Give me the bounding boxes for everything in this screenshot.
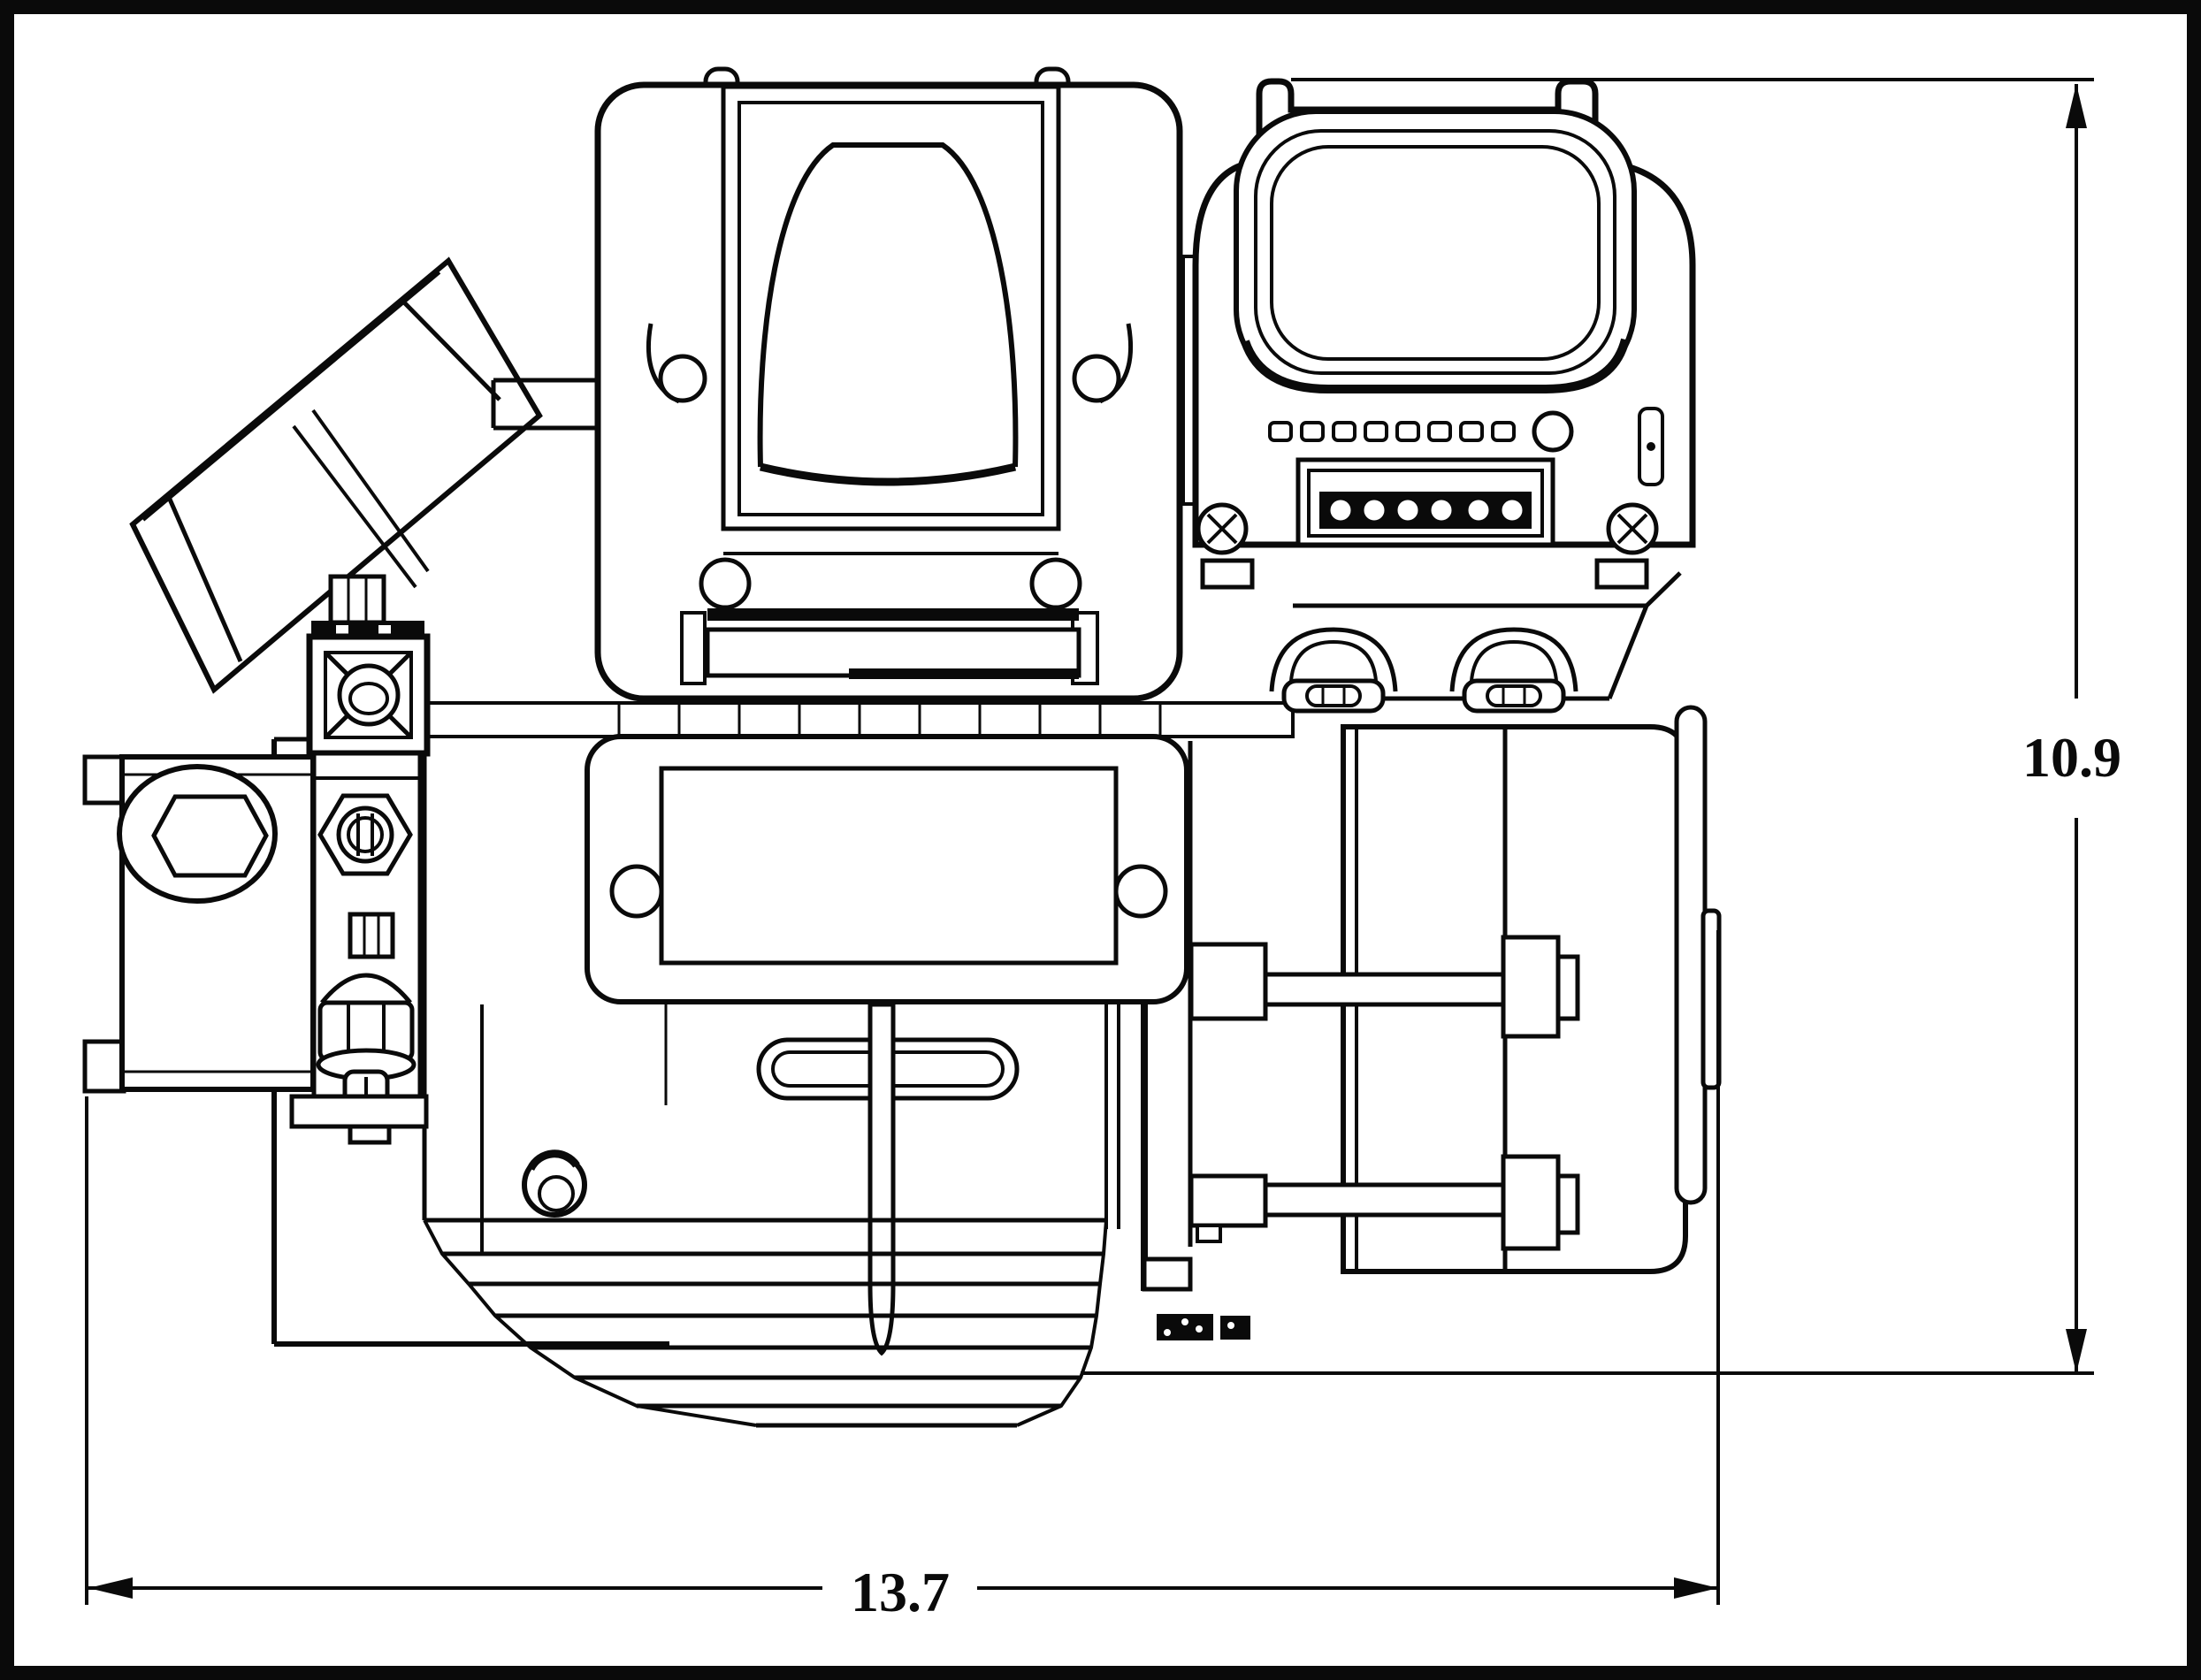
side-bolt-left: [658, 354, 707, 403]
arrowhead-left: [88, 1577, 133, 1599]
nameplate-panel: [585, 734, 1189, 1004]
arrowhead-up: [2066, 84, 2087, 128]
terminal-screw: [1499, 497, 1525, 523]
panel-screw-left: [609, 864, 664, 919]
base-screw-left: [699, 557, 752, 610]
stamp-marking: [1157, 1314, 1250, 1340]
fuel-pump: [289, 574, 431, 1145]
base-screw-right: [1029, 557, 1082, 610]
tie-rod-lower: [1188, 1154, 1580, 1251]
mounting-flange-strip: [423, 701, 1295, 738]
bracket-foot-top: [82, 754, 126, 806]
width-dimension: 13.7: [85, 930, 1720, 1623]
vent-hole: [1364, 421, 1388, 442]
motor-end-cap: [1674, 705, 1708, 1205]
side-bolt-right: [1072, 354, 1121, 403]
height-dimension-label: 10.9: [2022, 726, 2121, 789]
vent-hole: [1332, 421, 1357, 442]
terminal-screw: [1428, 497, 1455, 523]
cable-gland-left: [1269, 627, 1398, 714]
hex-plug: [151, 794, 269, 878]
cable-gland-right: [1449, 627, 1578, 714]
tie-rod-upper: [1188, 935, 1580, 1039]
arrowhead-right: [1674, 1577, 1718, 1599]
panel-screw-right: [1113, 864, 1168, 919]
transformer-dome: [757, 142, 1019, 468]
reset-button: [1532, 410, 1574, 453]
pump-top-bolt: [328, 574, 386, 625]
height-dimension: 10.9: [1081, 78, 2121, 1375]
terminal-screw: [1361, 497, 1387, 523]
duct-strut-line: [311, 409, 430, 573]
width-dimension-label: 13.7: [851, 1561, 950, 1623]
terminal-screw: [1465, 497, 1492, 523]
vent-hole: [1395, 421, 1420, 442]
nameplate: [659, 766, 1119, 966]
air-intake-duct: [129, 256, 543, 694]
vent-hole: [1300, 421, 1325, 442]
control-box: [1181, 78, 1696, 590]
arrowhead-down: [2066, 1329, 2087, 1373]
terminal-screw: [1395, 497, 1421, 523]
adjust-shaft: [867, 1002, 896, 1356]
motor: [1188, 705, 1722, 1274]
vent-hole: [1491, 421, 1516, 442]
vent-hole: [1459, 421, 1484, 442]
terminal-screw: [1327, 497, 1354, 523]
igniter-housing: [594, 66, 1183, 702]
blower-housing: [423, 1002, 1250, 1428]
vent-hole: [1427, 421, 1452, 442]
mounting-bracket: [82, 754, 316, 1094]
pump-fitting: [348, 912, 395, 959]
gland-plate: [1269, 571, 1682, 714]
pipe-stub: [491, 378, 598, 431]
vent-hole: [1268, 421, 1293, 442]
bracket-foot-bottom: [82, 1039, 126, 1094]
duct-strut-line: [292, 424, 417, 589]
louvers: [423, 1218, 1108, 1428]
